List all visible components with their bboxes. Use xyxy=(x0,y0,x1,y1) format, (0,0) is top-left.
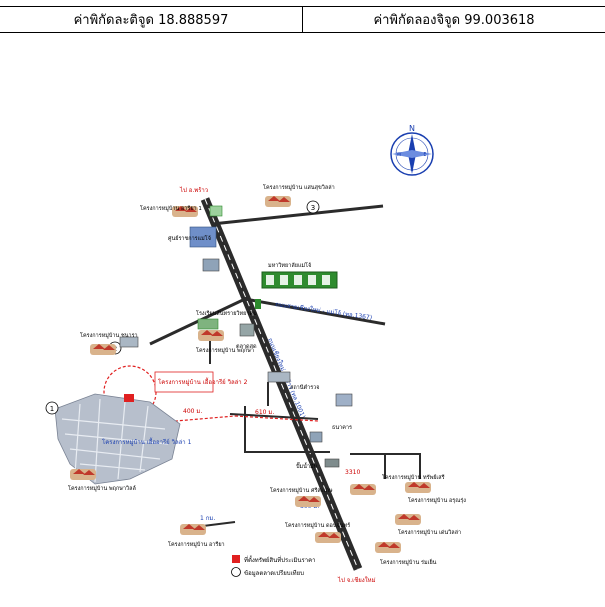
side-road-label: ถนนสายเชียงใหม่ - แม่โจ้ (ทล.1367) xyxy=(275,300,373,322)
bank-label: ธนาคาร xyxy=(332,424,352,431)
svg-text:3: 3 xyxy=(311,204,315,212)
project-label-2: โครงการหมู่บ้าน เอื้ออารีย์ วิลล่า 1 xyxy=(102,436,192,446)
village-f-label: โครงการหมู่บ้าน อารียา xyxy=(168,540,225,548)
latitude-label: ค่าพิกัดละติจูด 18.888597 xyxy=(73,13,229,28)
compass-west: W xyxy=(397,152,402,158)
village-d-label: โครงการหมู่บ้าน ชนารา xyxy=(80,331,138,339)
project-label-box xyxy=(154,371,214,393)
compass-south: S xyxy=(410,167,413,173)
longitude-label: ค่าพิกัดลองจิจูด 99.003618 xyxy=(302,7,605,32)
village-e-label: โครงการหมู่บ้าน พฤกษาวิลล์ xyxy=(68,484,136,492)
project-site-block xyxy=(54,393,181,485)
location-map: N S E W ถนนเชียงใหม่ - พร้าว (ทล.1001) ถ… xyxy=(0,34,605,607)
legend-circle-swatch xyxy=(231,567,241,577)
village-h-label: โครงการหมู่บ้าน ดอนจันทร์ xyxy=(285,521,350,529)
village-a-label: โครงการหมู่บ้าน อารียา 1 xyxy=(140,204,202,212)
road-west xyxy=(149,297,246,346)
road-code-label: 3310 xyxy=(345,469,360,476)
compass-east: E xyxy=(423,152,426,158)
road-east xyxy=(244,297,386,326)
distance-4: 1 กม. xyxy=(200,515,215,522)
marker-3: 3 xyxy=(306,200,320,214)
village-b-label: โครงการหมู่บ้าน แสนสุขวิลล่า xyxy=(263,183,335,191)
police-label: สถานีตำรวจ xyxy=(290,384,319,391)
bottom-direction-label: ไป จ.เชียงใหม่ xyxy=(337,576,376,584)
village-j-label: โครงการหมู่บ้าน อรุณรุ่ง xyxy=(408,496,466,504)
village-l-label: โครงการหมู่บ้าน ร่มเย็น xyxy=(380,558,437,566)
village-g-label: โครงการหมู่บ้าน ศรีสะเกษ xyxy=(270,486,333,494)
legend-red-swatch xyxy=(232,555,240,563)
university-building xyxy=(261,271,338,289)
subject-property-marker xyxy=(124,394,134,402)
community-center-label: ศูนย์ราชการแม่โจ้ xyxy=(168,234,211,242)
project-label: โครงการหมู่บ้าน เอื้ออารีย์ วิลล่า 2 xyxy=(158,376,248,386)
gas-label: ปั๊มน้ำมัน xyxy=(296,462,318,470)
compass-icon: N S E W xyxy=(390,124,434,176)
market-label: ตลาดสด xyxy=(236,343,257,350)
svg-text:1: 1 xyxy=(50,405,54,413)
village-c-label: โครงการหมู่บ้าน พฤกษา xyxy=(196,346,254,354)
legend-circle-label: ข้อมูลตลาดเปรียบเทียบ xyxy=(244,569,304,577)
village-i-label: โครงการหมู่บ้าน ทรัพย์เสรี xyxy=(382,473,445,481)
school-label: โรงเรียนสันทรายวิทยาคม xyxy=(196,309,257,317)
main-road xyxy=(200,197,363,571)
village-icons xyxy=(70,196,431,553)
road-north-east xyxy=(211,204,384,226)
distance-1: 400 ม. xyxy=(183,408,202,415)
legend-red-label: ที่ตั้งทรัพย์สินที่ประเมินราคา xyxy=(244,554,316,564)
village-k-label: โครงการหมู่บ้าน เด่นวิลล่า xyxy=(398,528,461,536)
compass-north: N xyxy=(409,124,415,133)
coordinate-bar: ค่าพิกัดละติจูด 18.888597 ค่าพิกัดลองจิจ… xyxy=(0,6,605,33)
top-direction-label: ไป อ.พร้าว xyxy=(179,186,208,194)
university-label: มหาวิทยาลัยแม่โจ้ xyxy=(268,261,311,269)
distance-3: 610 ม. xyxy=(255,409,274,416)
marker-1: 1 xyxy=(45,401,59,415)
local-roads xyxy=(194,334,421,528)
buildings xyxy=(119,205,353,468)
map-canvas: N S E W ถนนเชียงใหม่ - พร้าว (ทล.1001) ถ… xyxy=(45,124,466,584)
legend: ที่ตั้งทรัพย์สินที่ประเมินราคา ข้อมูลตลา… xyxy=(231,554,316,577)
